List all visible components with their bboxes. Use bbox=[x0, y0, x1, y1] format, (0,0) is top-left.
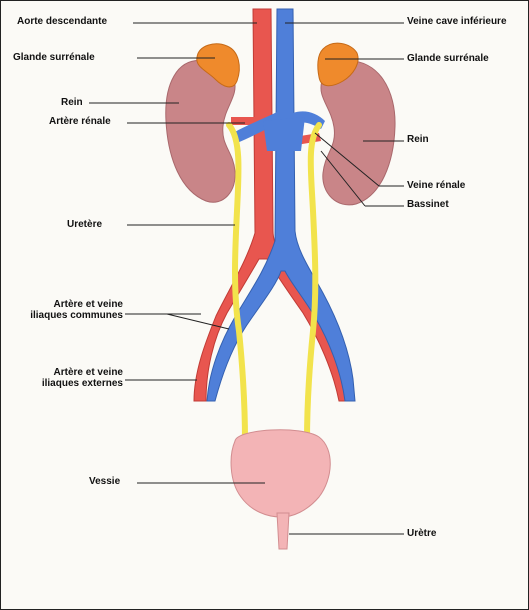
label-bassinet: Bassinet bbox=[407, 199, 449, 210]
label-iliaques-communes-1: Artère et veine bbox=[23, 299, 123, 310]
label-uretre: Urètre bbox=[407, 528, 436, 539]
venous-junction bbox=[263, 117, 305, 151]
label-artere-renale: Artère rénale bbox=[49, 116, 111, 127]
label-rein-left: Rein bbox=[61, 97, 83, 108]
label-aorte-descendante: Aorte descendante bbox=[17, 16, 107, 27]
label-veine-cave-inferieure: Veine cave inférieure bbox=[407, 16, 507, 27]
label-glande-surrenale-left: Glande surrénale bbox=[13, 52, 95, 63]
label-vessie: Vessie bbox=[89, 476, 120, 487]
label-iliaques-externes-2: iliaques externes bbox=[23, 378, 123, 389]
label-veine-renale: Veine rénale bbox=[407, 180, 465, 191]
label-iliaques-externes-1: Artère et veine bbox=[23, 367, 123, 378]
urethra bbox=[277, 513, 289, 549]
label-uretere: Uretère bbox=[67, 219, 102, 230]
label-glande-surrenale-right: Glande surrénale bbox=[407, 53, 489, 64]
bladder bbox=[231, 430, 330, 517]
label-iliaques-communes-2: iliaques communes bbox=[23, 310, 123, 321]
label-rein-right: Rein bbox=[407, 134, 429, 145]
